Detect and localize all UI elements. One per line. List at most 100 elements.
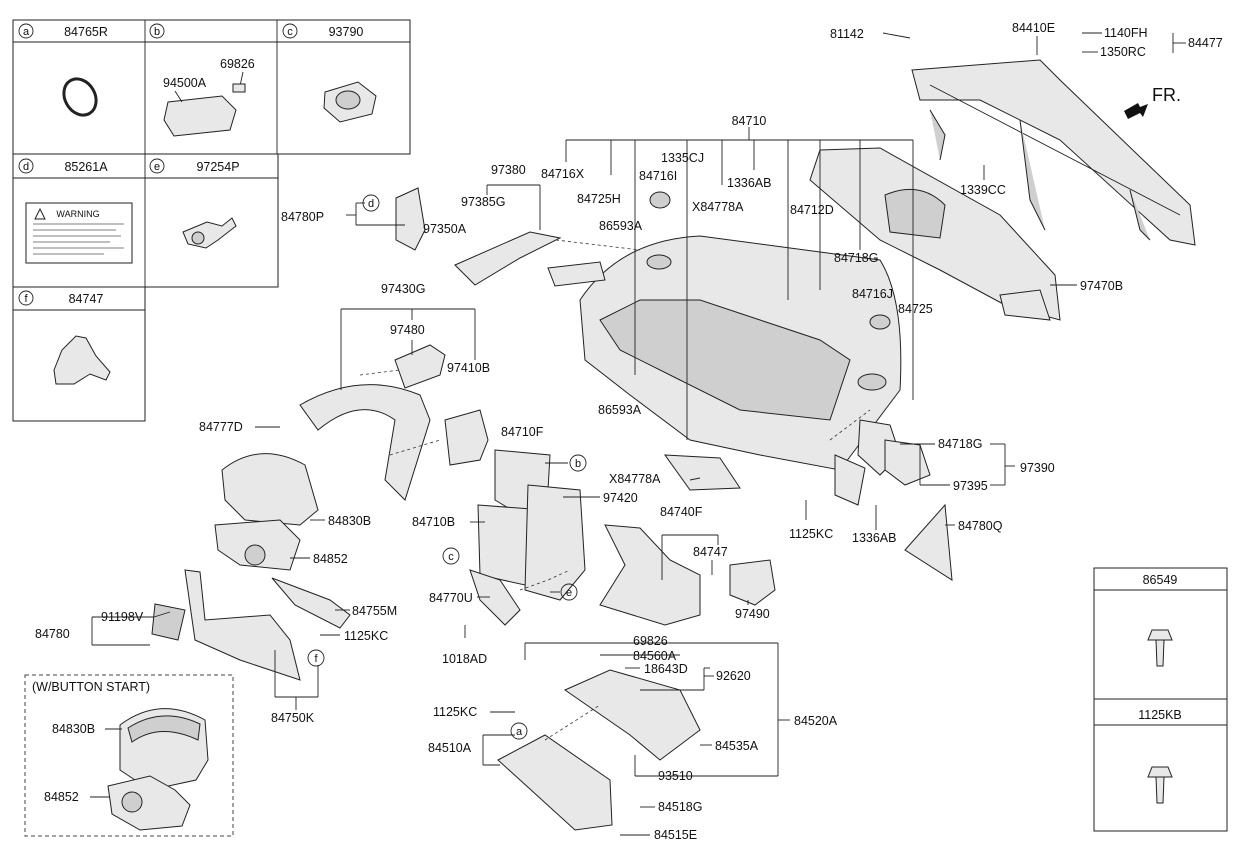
part-label: 97380 <box>491 163 526 177</box>
part-label: 97420 <box>603 491 638 505</box>
warning-label-heading: WARNING <box>56 209 99 219</box>
right-part-boxes: 86549 1125KB <box>1093 567 1228 832</box>
legend-part-c: 93790 <box>329 25 364 39</box>
legend-part-e: 97254P <box>196 160 239 174</box>
glove-box-housing-illustration <box>563 669 701 761</box>
console-side-illustration <box>524 484 586 601</box>
part-label: 84852 <box>313 552 348 566</box>
part-label: 86593A <box>599 219 643 233</box>
part-label: 1350RC <box>1100 45 1146 59</box>
part-label: 84725 <box>898 302 933 316</box>
part-label: 84716J <box>852 287 893 301</box>
part-label: 1339CC <box>960 183 1006 197</box>
leader-lines <box>90 32 1186 836</box>
side-trim-right-illustration <box>904 503 953 581</box>
part-label: 1125KC <box>433 705 477 719</box>
bolt-1125KB-illustration <box>1147 766 1173 804</box>
part-label: 84518G <box>658 800 702 814</box>
part-label: 97410B <box>447 361 490 375</box>
part-label: 84710B <box>412 515 455 529</box>
callout-f: f <box>314 653 318 665</box>
side-vent-right-illustration <box>729 559 776 606</box>
part-label: 1336AB <box>852 531 896 545</box>
cluster-housing-illustration <box>221 453 319 526</box>
side-cover-illustration <box>599 524 701 626</box>
part-label: 84780 <box>35 627 70 641</box>
part-label: 81142 <box>830 27 864 41</box>
side-vent-right-2-illustration <box>884 439 931 486</box>
cluster-fascia-illustration <box>299 384 431 501</box>
callout-d: d <box>368 198 374 210</box>
callout-b: b <box>575 458 581 470</box>
part-label: 84780Q <box>958 519 1003 533</box>
part-label: 97350A <box>423 222 467 236</box>
legend-letter-e: e <box>154 161 160 173</box>
front-direction-label: FR. <box>1152 85 1181 105</box>
part-label: 84780P <box>281 210 324 224</box>
small-bracket-illustration <box>547 261 606 287</box>
legend-part-a: 84765R <box>64 25 108 39</box>
part-label: 69826 <box>633 634 668 648</box>
part-label: 91198V <box>101 610 144 624</box>
part-label: 84712D <box>790 203 834 217</box>
part-label: 1336AB <box>727 176 771 190</box>
callout-letters: d b c e f a <box>307 194 587 740</box>
button-start-variant-title: (W/BUTTON START) <box>32 680 150 694</box>
connector-illustration <box>182 217 237 249</box>
tweeter-cover-illustration <box>649 191 671 209</box>
part-label: 93510 <box>658 769 693 783</box>
legend-grid: a 84765R b c 93790 d 85261A e 97254P f 8… <box>12 19 411 422</box>
part-label: 97385G <box>461 195 505 209</box>
part-label: 84718G <box>834 251 878 265</box>
part-label: 84710F <box>501 425 544 439</box>
side-trim-left-illustration <box>395 187 426 251</box>
part-label: 84710 <box>732 114 767 128</box>
bolt-illustration <box>232 83 246 93</box>
lower-center-illustration <box>469 569 521 626</box>
center-vent-illustration <box>394 344 446 389</box>
ring-clip-illustration <box>62 77 98 117</box>
legend-letter-a: a <box>23 26 30 38</box>
legend-b-part-69826: 69826 <box>220 57 255 71</box>
button-start-inset: (W/BUTTON START) <box>24 674 234 837</box>
bracket-right-illustration <box>999 289 1051 321</box>
clip-illustration <box>53 335 111 385</box>
part-label: 84718G <box>938 437 982 451</box>
part-label: 84852 <box>44 790 79 804</box>
tweeter-cover-right-illustration <box>869 314 891 330</box>
part-label: 84515E <box>654 828 697 842</box>
part-label: 97395 <box>953 479 988 493</box>
bracket-illustration <box>163 95 237 137</box>
part-label: 84830B <box>328 514 371 528</box>
part-label: 1125KC <box>344 629 388 643</box>
part-label: 84770U <box>429 591 473 605</box>
part-label: 1125KC <box>789 527 833 541</box>
part-label: 84777D <box>199 420 243 434</box>
legend-part-d: 85261A <box>64 160 108 174</box>
part-label: 84716X <box>541 167 585 181</box>
part-label: 1335CJ <box>661 151 704 165</box>
legend-letter-b: b <box>154 26 160 38</box>
callout-e: e <box>566 587 572 599</box>
lower-crash-pad-illustration <box>184 569 301 681</box>
part-label: 84716I <box>639 169 677 183</box>
legend-b-part-94500A: 94500A <box>163 76 207 90</box>
part-label: 97480 <box>390 323 425 337</box>
right-box-part-86549: 86549 <box>1143 573 1178 587</box>
part-label: 97490 <box>735 607 770 621</box>
part-label: X84778A <box>692 200 744 214</box>
part-label: 18643D <box>644 662 688 676</box>
part-label: 84535A <box>715 739 759 753</box>
legend-part-f: 84747 <box>69 292 104 306</box>
legend-letter-f: f <box>24 293 28 305</box>
knee-bolster-illustration <box>663 454 741 491</box>
cowl-crossbar-illustration <box>911 59 1196 246</box>
part-label: 84740F <box>660 505 703 519</box>
part-label: 84830B <box>52 722 95 736</box>
part-label: 84410E <box>1012 21 1055 35</box>
legend-letter-c: c <box>287 26 293 38</box>
speaker-grille-illustration <box>454 231 562 286</box>
callout-a: a <box>516 726 523 738</box>
part-label: 86593A <box>598 403 642 417</box>
